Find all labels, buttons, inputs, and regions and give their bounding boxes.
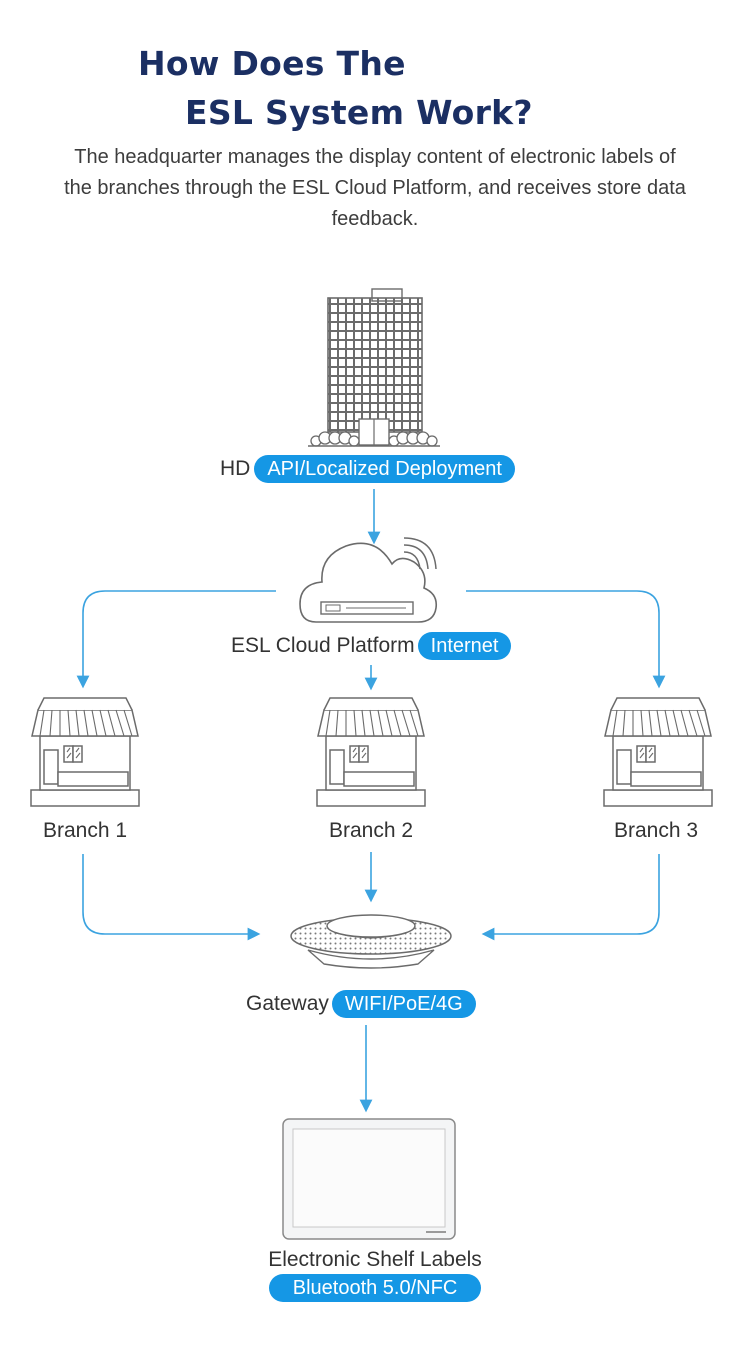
title-line-1: How Does The: [138, 44, 406, 83]
gateway-router-icon: [290, 914, 452, 969]
wireless-signal-icon: [403, 537, 437, 570]
hd-row: HD API/Localized Deployment: [220, 455, 515, 483]
cloud-row: ESL Cloud Platform Internet: [231, 632, 512, 660]
office-building-icon: [308, 288, 440, 447]
arrow-cloud-to-branch-3: [466, 590, 666, 689]
store-icon-branch-3: [603, 697, 713, 807]
shelf-label-display-icon: [282, 1118, 456, 1240]
title-line-2: ESL System Work?: [185, 93, 533, 132]
gateway-row: Gateway WIFI/PoE/4G: [246, 990, 476, 1018]
subtitle: The headquarter manages the display cont…: [64, 146, 686, 230]
esl-label: Electronic Shelf Labels: [268, 1248, 482, 1271]
hd-tag: API/Localized Deployment: [254, 455, 515, 483]
arrow-cloud-to-branch-1: [76, 590, 276, 689]
gateway-label: Gateway: [246, 992, 329, 1015]
store-icon-branch-2: [316, 697, 426, 807]
arrow-branch-1-to-gateway: [82, 854, 261, 941]
branch-2-label: Branch 2: [328, 819, 414, 842]
cloud-tag: Internet: [417, 632, 512, 660]
esl-tag: Bluetooth 5.0/NFC: [268, 1274, 482, 1302]
gateway-tag: WIFI/PoE/4G: [331, 990, 476, 1018]
store-icon-branch-1: [30, 697, 140, 807]
hd-label: HD: [220, 457, 251, 480]
arrow-branch-3-to-gateway: [481, 854, 660, 941]
branch-3-label: Branch 3: [613, 819, 699, 842]
esl-tag-wrap: Bluetooth 5.0/NFC: [175, 1274, 575, 1302]
cloud-server-icon: [299, 542, 438, 623]
branch-1-label: Branch 1: [42, 819, 128, 842]
cloud-label: ESL Cloud Platform: [231, 634, 415, 657]
